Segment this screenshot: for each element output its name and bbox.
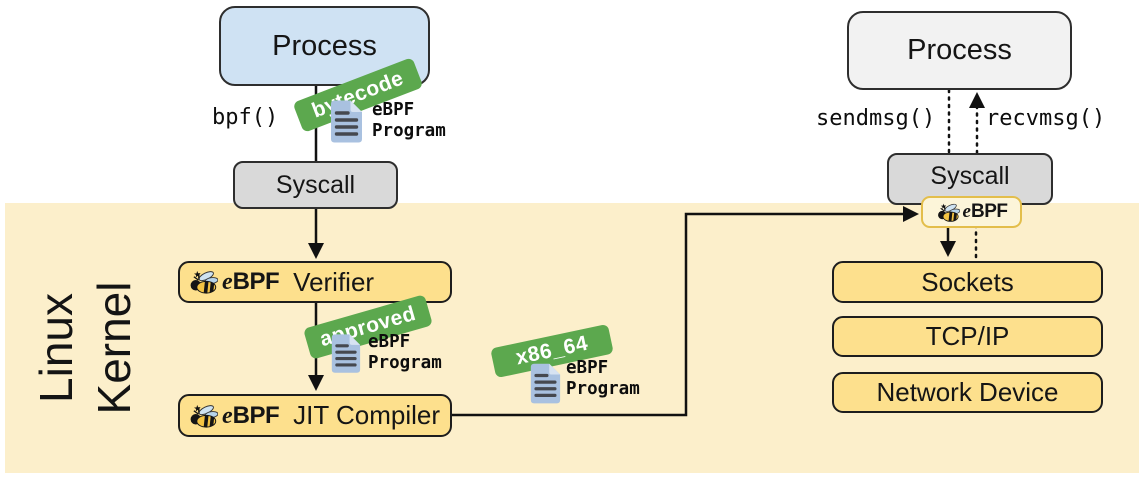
ebpf-bee-icon [190,404,218,428]
ebpf-program-label-line2: Program [368,353,442,373]
jit-compiler-label: JIT Compiler [293,400,441,430]
linux-kernel-label: Linux Kernel [21,248,151,448]
ebpf-logo-text: eBPF [222,401,280,430]
kernel-label-line2: Kernel [88,281,140,415]
sendmsg-label: sendmsg() [816,106,936,131]
ebpf-bee-icon [190,270,218,294]
ebpf-logo-bpf: BPF [970,201,1008,222]
ebpf-program-label-line1: eBPF [368,332,411,352]
ebpf-logo-e: e [222,269,233,295]
sockets-label: Sockets [921,266,1014,297]
ebpf-logo-bpf: BPF [232,401,280,429]
process-box-right: Process [847,11,1072,90]
recvmsg-label: recvmsg() [986,106,1106,131]
arrowhead-up-recvmsg [969,92,985,108]
kernel-label-line1: Linux [30,293,83,403]
ebpf-logo-text: eBPF [222,268,280,296]
ebpf-program-label-line2: Program [372,121,446,141]
ebpf-program-document-icon [331,100,362,143]
ebpf-program-label-line2: Program [566,379,640,399]
ebpf-bee-icon [937,203,960,222]
process-box-left: Process [219,6,430,86]
network-device-box: Network Device [832,372,1103,413]
ebpf-hook-badge: eBPF [921,196,1022,228]
ebpf-logo-e: e [962,201,971,222]
syscall-box-left: Syscall [233,161,398,209]
ebpf-program-label-line1: eBPF [566,358,609,378]
ebpf-program-document-icon [331,334,361,373]
ebpf-program-label: eBPF Program [368,332,442,374]
tcp-ip-box: TCP/IP [832,316,1103,357]
verifier-label: Verifier [293,266,375,297]
ebpf-logo-text: eBPF [963,201,1008,223]
bpf-syscall-label: bpf() [212,105,279,130]
ebpf-program-label-line1: eBPF [372,100,415,120]
syscall-left-label: Syscall [275,170,356,199]
ebpf-logo-bpf: BPF [232,268,280,295]
ebpf-logo-e: e [222,402,233,429]
process-left-label: Process [272,29,377,62]
network-device-label: Network Device [876,377,1059,407]
jit-compiler-box: eBPF JIT Compiler [178,394,452,437]
syscall-right-label: Syscall [930,162,1010,190]
ebpf-program-document-icon [530,363,561,404]
process-right-label: Process [907,34,1012,66]
ebpf-program-label: eBPF Program [566,358,640,400]
tcp-ip-label: TCP/IP [925,321,1010,351]
ebpf-program-label: eBPF Program [372,100,446,142]
sockets-box: Sockets [832,261,1103,303]
verifier-box: eBPF Verifier [178,261,452,303]
